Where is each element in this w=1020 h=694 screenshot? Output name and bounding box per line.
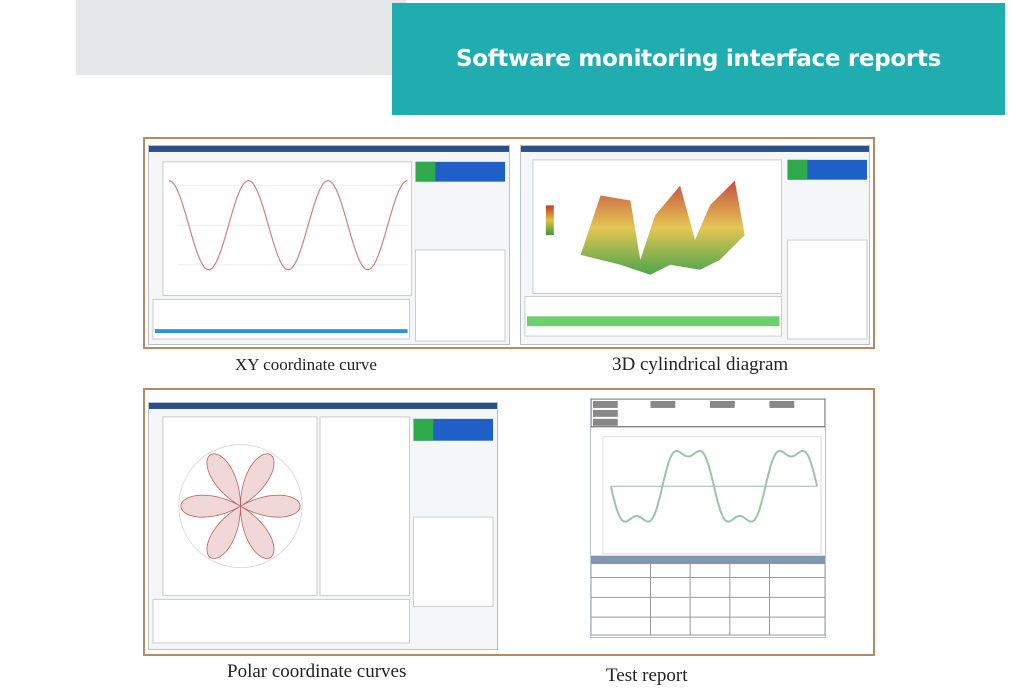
section-title: Software monitoring interface reports: [455, 46, 942, 72]
caption-xy-curve: XY coordinate curve: [235, 355, 377, 374]
caption-polar-curves: Polar coordinate curves: [227, 661, 407, 682]
caption-test-report: Test report: [606, 665, 688, 686]
xy-curve-screenshot: [148, 145, 510, 345]
polar-curve-screenshot: [148, 402, 498, 650]
section-banner: Software monitoring interface reports: [392, 3, 1005, 115]
3d-cylinder-screenshot: [520, 145, 870, 345]
caption-3d-cylinder: 3D cylindrical diagram: [612, 354, 789, 375]
test-report-screenshot: [590, 398, 826, 638]
header-gray-band: [76, 0, 406, 75]
